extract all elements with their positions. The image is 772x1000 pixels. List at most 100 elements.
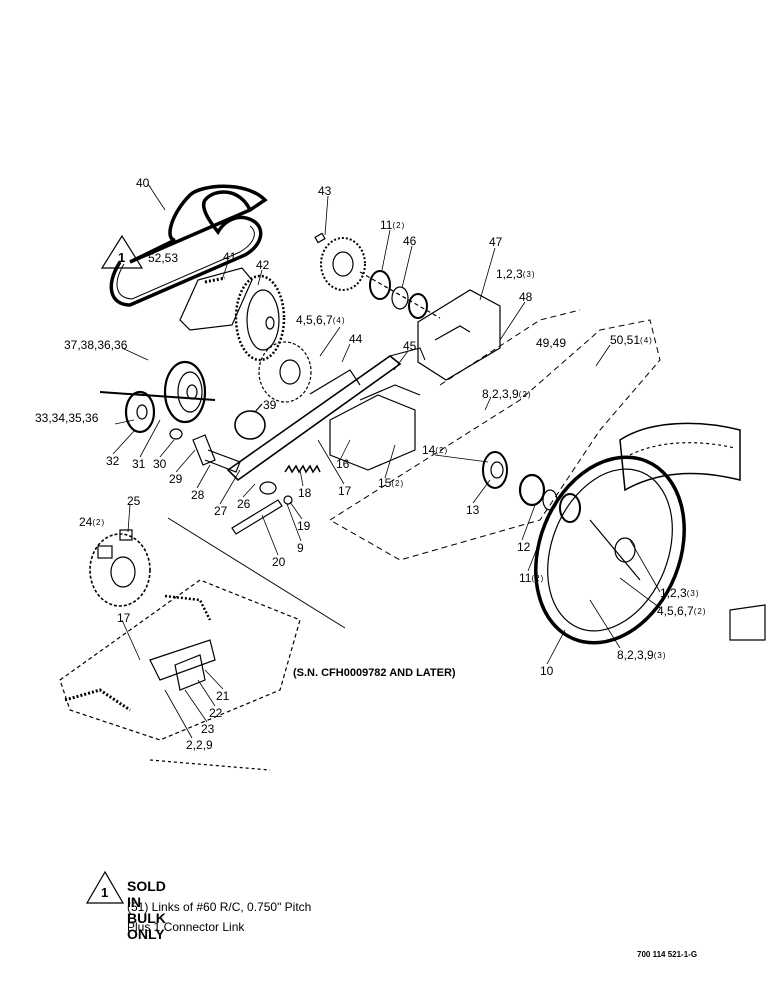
part-label-text: 19 [297,519,311,533]
part-label-8-2-3-9a: 8,2,3,9(2) [482,387,531,402]
part-label-text: 9 [297,541,304,555]
lower-drive-assembly [59,517,346,771]
part-label-12: 12 [517,540,530,554]
part-label-text: 43 [318,184,332,198]
part-label-quantity: (3) [686,589,700,598]
part-label-text: 18 [298,486,312,500]
disc-39 [234,403,266,440]
part-label-37-38-36-36: 37,38,36,36 [64,338,127,352]
part-label-text: 23 [201,722,215,736]
part-label-52-53: 52,53 [148,251,178,265]
idler-arm-44 [226,347,426,482]
part-label-quantity: (2) [435,446,449,455]
part-label-11a: 11(2) [380,218,405,233]
part-label-8-2-3-9b: 8,2,3,9(3) [617,648,666,663]
part-label-text: 1,2,3 [496,267,523,281]
part-label-quantity: (2) [531,574,545,583]
sprocket-43 [314,232,366,291]
legend-line-1: (51) Links of #60 R/C, 0.750" Pitch [127,900,312,914]
pulley-32 [124,390,156,434]
part-label-quantity: (2) [92,518,106,527]
spring-18 [284,464,321,474]
part-label-16: 16 [336,457,349,471]
part-label-text: 11 [380,218,393,232]
part-label-text: 39 [263,398,277,412]
part-label-quantity: (2) [392,221,406,230]
part-label-10: 10 [540,664,553,678]
part-label-text: 31 [132,457,146,471]
part-label-39: 39 [263,398,276,412]
part-label-text: 50,51 [610,333,641,347]
part-label-text: 30 [153,457,167,471]
part-label-text: 48 [519,290,533,304]
part-label-text: 41 [223,250,237,264]
part-label-50-51: 50,51(4) [610,333,653,348]
part-label-quantity: (2) [693,607,707,616]
part-label-2-2-9: 2,2,9 [186,738,213,752]
part-label-43: 43 [318,184,331,198]
part-label-text: 14 [422,443,436,457]
part-label-text: 16 [336,457,350,471]
part-label-17a: 17 [338,484,351,498]
part-label-text: 28 [191,488,205,502]
chain-guide-41 [179,267,253,331]
mount-bracket-45 [329,384,421,471]
part-label-text: 45 [403,339,417,353]
part-label-23: 23 [201,722,214,736]
part-label-4-5-6-7a: 4,5,6,7(4) [296,313,345,328]
part-label-20: 20 [272,555,285,569]
part-label-text: 29 [169,472,183,486]
part-label-text: 10 [540,664,554,678]
part-label-text: 27 [214,504,228,518]
part-label-quantity: (2) [391,479,405,488]
part-label-text: 8,2,3,9 [482,387,519,401]
part-label-text: 21 [216,689,230,703]
part-label-text: 22 [209,706,223,720]
part-label-28: 28 [191,488,204,502]
part-label-quantity: (3) [653,651,667,660]
hub-11-46 [359,270,441,319]
part-label-quantity: (4) [332,316,346,325]
part-label-45: 45 [403,339,416,353]
part-label-29: 29 [169,472,182,486]
spacer-29-30 [169,428,241,473]
part-label-text: 46 [403,234,417,248]
part-label-30: 30 [153,457,166,471]
part-label-4-5-6-7b: 4,5,6,7(2) [657,604,706,619]
shaft-end [729,604,766,641]
legend-symbol-number: 1 [101,885,109,900]
part-label-text: 20 [272,555,286,569]
part-label-13: 13 [466,503,479,517]
part-label-text: 11 [519,571,532,585]
part-label-46: 46 [403,234,416,248]
legend-line-2: Plus 1 Connector Link [127,920,245,934]
part-label-text: 33,34,35,36 [35,411,99,425]
part-label-text: 15 [378,476,392,490]
part-label-21: 21 [216,689,229,703]
part-label-text: 1,2,3 [660,586,687,600]
part-label-9: 9 [297,541,304,555]
part-label-41: 41 [223,250,236,264]
shaft-20 [231,481,293,535]
part-label-quantity: (2) [518,390,532,399]
part-label-text: 32 [106,454,120,468]
part-label-17b: 17 [117,611,130,625]
part-label-25: 25 [127,494,140,508]
part-label-18: 18 [298,486,311,500]
part-label-text: 52,53 [148,251,179,265]
part-label-text: 25 [127,494,141,508]
bearing-12 [518,473,581,523]
sprocket-42 [234,274,286,362]
part-label-text: 4,5,6,7 [296,313,333,327]
legend-title: SOLD IN BULK ONLY [127,878,166,942]
part-label-44: 44 [349,332,362,346]
legend-triangle [85,870,125,904]
part-label-22: 22 [209,706,222,720]
leader-lines [112,183,661,739]
bearing-housing [258,341,312,403]
part-label-14: 14(2) [422,443,448,458]
part-label-text: 24 [79,515,93,529]
part-label-33-34-35-36: 33,34,35,36 [35,411,98,425]
callout-triangle-number: 1 [118,250,126,265]
part-label-text: 47 [489,235,503,249]
